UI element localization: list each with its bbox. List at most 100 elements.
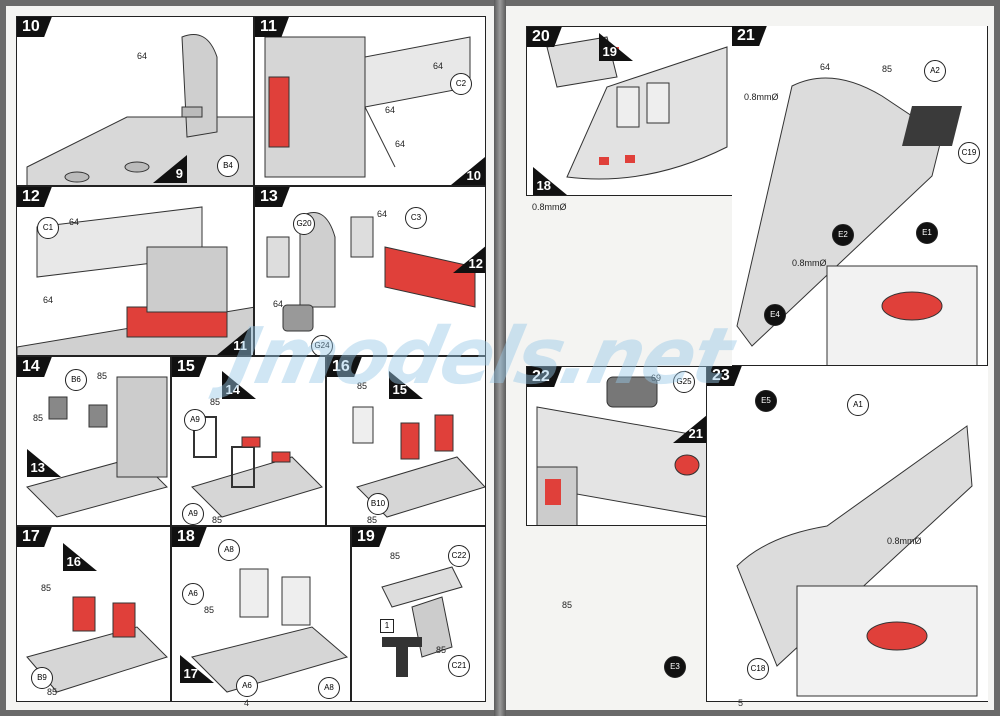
reference-number: 9	[175, 166, 183, 181]
step-number: 20	[527, 27, 562, 47]
part-callout: C3	[405, 207, 427, 229]
part-label: 85	[436, 645, 447, 655]
part-label: 64	[820, 62, 831, 72]
step-23-drawing	[736, 425, 978, 697]
step-19-drawing	[381, 566, 463, 677]
part-label: 85	[97, 371, 108, 381]
step-19-panel: 19 85 C22 1 85 C21	[351, 526, 486, 702]
part-callout: G20	[293, 213, 315, 235]
part-label: 85	[47, 687, 58, 697]
part-callout: C22	[448, 545, 470, 567]
right-page: 20 19 18 21 64 85 A2 0.8mmØ C19 E2 E1 0.…	[506, 6, 994, 710]
step-12-panel: 12 C1 64 64 11	[16, 186, 254, 356]
drill-note: 0.8mmØ	[744, 92, 779, 102]
drill-note: 0.8mmØ	[792, 258, 827, 268]
part-callout: B10	[367, 493, 389, 515]
part-label: 64	[273, 299, 284, 309]
step-number: 10	[17, 17, 52, 37]
part-callout: A8	[218, 539, 240, 561]
part-label: 64	[433, 61, 444, 71]
step-21-drawing	[736, 77, 978, 365]
part-label: 85	[367, 515, 378, 525]
part-label: 85	[41, 583, 52, 593]
part-callout: C18	[747, 658, 769, 680]
step-22-drawing	[536, 376, 708, 525]
step-12-drawing	[17, 206, 253, 355]
part-callout: B6	[65, 369, 87, 391]
drill-note: 0.8mmØ	[887, 536, 922, 546]
step-15-panel: 15 14 85 A9 A9 85	[171, 356, 326, 526]
part-label: 64	[137, 51, 148, 61]
part-callout: A2	[924, 60, 946, 82]
step-17-panel: 17 16 85 B9 85	[16, 526, 171, 702]
reference-number: 11	[233, 338, 247, 353]
part-label: 64	[377, 209, 388, 219]
page-number: 4	[244, 698, 250, 708]
part-key-box: 1	[380, 619, 394, 633]
step-number: 21	[732, 26, 767, 46]
left-page: 10 64 B4 9 11 64 C2 64 64 10 12 C1 64 64…	[6, 6, 494, 710]
watermark-text: Jmodels.net	[220, 312, 739, 402]
part-callout: E2	[832, 224, 854, 246]
step-16-panel: 16 85 15 B10 85	[326, 356, 486, 526]
part-label: 85	[357, 381, 368, 391]
part-callout: E4	[764, 304, 786, 326]
page-number: 5	[738, 698, 744, 708]
step-20-drawing	[546, 36, 728, 180]
part-callout: C21	[448, 655, 470, 677]
part-label: 85	[390, 551, 401, 561]
part-callout: C19	[958, 142, 980, 164]
drill-note: 0.8mmØ	[532, 202, 567, 212]
step-number: 14	[17, 357, 52, 377]
step-number: 16	[327, 357, 362, 377]
step-number: 23	[707, 366, 742, 386]
step-number: 17	[17, 527, 52, 547]
step-number: 19	[352, 527, 387, 547]
part-callout: A9	[184, 409, 206, 431]
step-13-drawing	[266, 212, 476, 332]
part-callout: A9	[182, 503, 204, 525]
part-label: 69	[651, 373, 662, 383]
step-15-drawing	[191, 416, 323, 518]
step-10-drawing	[26, 34, 253, 185]
step-18-drawing	[191, 568, 349, 693]
step-number: 22	[527, 367, 562, 387]
part-label: 85	[33, 413, 44, 423]
part-label: 85	[204, 605, 215, 615]
part-label: 85	[210, 397, 221, 407]
part-label: 64	[395, 139, 406, 149]
step-number: 11	[255, 17, 289, 37]
part-label: 85	[882, 64, 893, 74]
part-callout: C2	[450, 73, 472, 95]
part-callout: A6	[236, 675, 258, 697]
reference-number: 10	[466, 168, 481, 183]
step-number: 13	[255, 187, 290, 207]
part-label: 85	[562, 600, 573, 610]
step-number: 15	[172, 357, 207, 377]
part-label: 64	[43, 295, 54, 305]
step-16-drawing	[352, 406, 485, 518]
reference-number: 21	[688, 426, 703, 441]
step-13-panel: 13 G20 64 C3 64 G24 12	[254, 186, 486, 356]
part-callout: E1	[916, 222, 938, 244]
step-14-drawing	[26, 376, 168, 518]
part-label: 64	[69, 217, 80, 227]
part-callout: E5	[755, 390, 777, 412]
page-gutter	[494, 0, 506, 716]
step-11-drawing	[264, 36, 471, 178]
part-callout: B4	[217, 155, 239, 177]
step-18-panel: 18 A8 A6 85 17 A6 A8	[171, 526, 351, 702]
step-14-panel: 14 B6 85 85 13	[16, 356, 171, 526]
step-23-panel: 23 E5 A1 64 0.8mmØ C18	[706, 366, 988, 702]
step-20-panel: 20 19 18	[526, 26, 736, 196]
step-10-panel: 10 64 B4 9	[16, 16, 254, 186]
step-number: 12	[17, 187, 52, 207]
step-11-panel: 11 64 C2 64 64 10	[254, 16, 486, 186]
part-callout: B9	[31, 667, 53, 689]
part-callout: A8	[318, 677, 340, 699]
part-callout: G25	[673, 371, 695, 393]
step-number: 18	[172, 527, 207, 547]
reference-number: 12	[468, 256, 483, 271]
part-label: 85	[212, 515, 223, 525]
part-callout: A1	[847, 394, 869, 416]
